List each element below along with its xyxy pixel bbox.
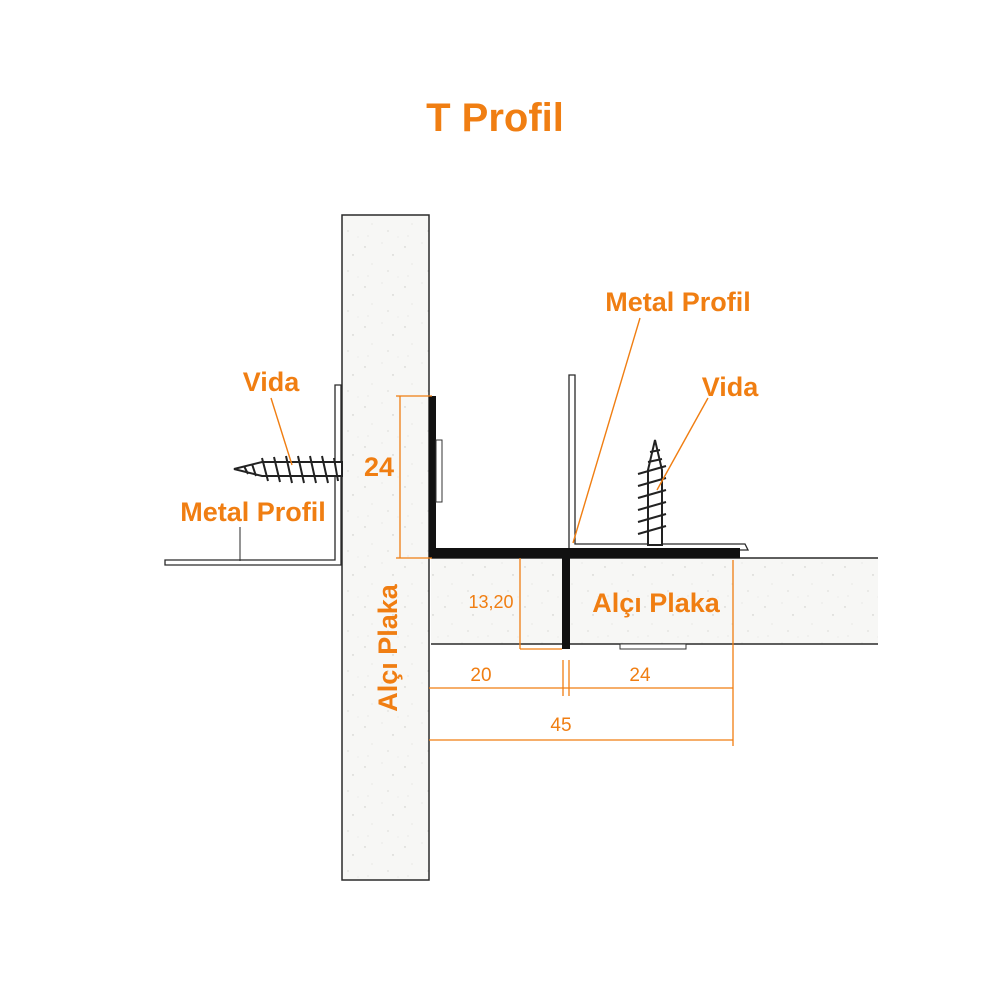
vertical-gypsum-board <box>341 214 430 881</box>
dimension-lines <box>396 395 734 746</box>
dim-height-label: 24 <box>364 452 394 482</box>
dim-left-width-label: 20 <box>470 665 491 686</box>
t-profile <box>429 396 740 650</box>
metal-profil-right-label: Metal Profil <box>605 287 751 317</box>
title: T Profil <box>426 96 564 140</box>
dim-total-width-label: 45 <box>550 715 571 736</box>
alci-plaka-horizontal-label: Alçı Plaka <box>592 588 721 618</box>
metal-profil-left-label: Metal Profil <box>180 497 326 527</box>
vida-right-label: Vida <box>702 372 760 402</box>
dim-depth-label: 13,20 <box>468 592 513 612</box>
dim-right-width-label: 24 <box>629 665 651 686</box>
vida-left-label: Vida <box>243 367 301 397</box>
left-screw <box>233 455 343 484</box>
alci-plaka-vertical-label: Alçı Plaka <box>373 583 403 712</box>
right-screw <box>637 439 667 546</box>
leader-lines <box>270 317 709 544</box>
horizontal-gypsum-board <box>431 558 878 644</box>
left-metal-profile <box>164 384 342 566</box>
